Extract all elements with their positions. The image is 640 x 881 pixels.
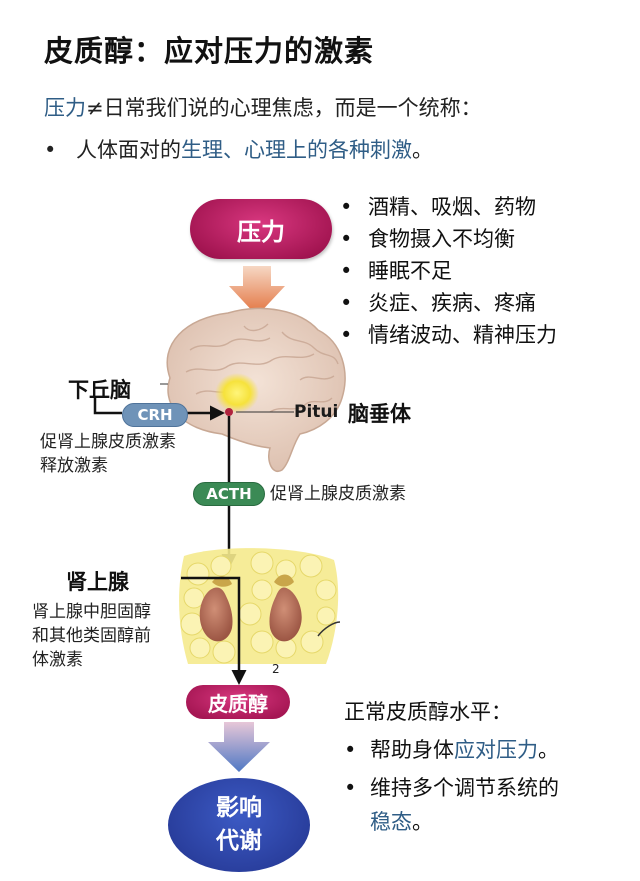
metabolism-effect-node: 影响 代谢 bbox=[168, 778, 310, 872]
stress-source-item: 睡眠不足 bbox=[340, 256, 557, 288]
intro-bullet: • 人体面对的生理、心理上的各种刺激。 bbox=[44, 134, 433, 164]
adrenal-description-line1: 肾上腺中胆固醇 bbox=[32, 602, 151, 622]
brain-illustration bbox=[166, 307, 346, 473]
normal-item-highlight: 应对压力 bbox=[454, 738, 538, 762]
adrenal-label: 肾上腺 bbox=[66, 570, 129, 594]
stress-source-item: 酒精、吸烟、药物 bbox=[340, 192, 557, 224]
intro-bullet-after: 。 bbox=[412, 138, 433, 162]
bullet-icon: • bbox=[344, 738, 357, 762]
stress-node: 压力 bbox=[190, 199, 332, 259]
normal-level-item-continued: 稳态。 bbox=[344, 805, 559, 839]
figure-number: 2 bbox=[272, 662, 280, 676]
intro-highlight: 压力 bbox=[44, 96, 86, 120]
adrenal-description-line2: 和其他类固醇前 bbox=[32, 626, 151, 646]
normal-item-text: 维持多个调节系统的 bbox=[370, 776, 559, 800]
normal-item-text: 。 bbox=[412, 810, 433, 834]
normal-item-text: 。 bbox=[538, 738, 559, 762]
intro-bullet-highlight: 生理、心理上的各种刺激 bbox=[181, 138, 412, 162]
normal-item-highlight: 稳态 bbox=[370, 810, 412, 834]
stress-source-item: 炎症、疾病、疼痛 bbox=[340, 288, 557, 320]
down-arrow-icon bbox=[229, 266, 285, 316]
stress-source-item: 食物摄入不均衡 bbox=[340, 224, 557, 256]
page-title: 皮质醇：应对压力的激素 bbox=[44, 34, 375, 68]
adrenal-description-line3: 体激素 bbox=[32, 650, 83, 670]
crh-description-line1: 促肾上腺皮质激素 bbox=[40, 432, 176, 452]
hypothalamus-connector bbox=[93, 398, 122, 415]
hypothalamus-label: 下丘脑 bbox=[68, 378, 131, 402]
normal-level-item: • 帮助身体应对压力。 bbox=[344, 733, 559, 767]
adrenal-to-cortisol-arrow-icon bbox=[181, 576, 247, 685]
crh-description-line2: 释放激素 bbox=[40, 456, 108, 476]
pituitary-english-label: Pitui bbox=[294, 402, 339, 422]
effect-line1: 影响 bbox=[216, 795, 262, 821]
acth-description: 促肾上腺皮质激素 bbox=[270, 484, 406, 504]
acth-badge: ACTH bbox=[193, 482, 265, 506]
normal-level-heading: 正常皮质醇水平： bbox=[344, 700, 512, 724]
stress-sources-list: 酒精、吸烟、药物 食物摄入不均衡 睡眠不足 炎症、疾病、疼痛 情绪波动、精神压力 bbox=[340, 192, 557, 352]
crh-badge: CRH bbox=[122, 403, 188, 427]
pituitary-label: 脑垂体 bbox=[348, 402, 411, 426]
intro-bullet-before: 人体面对的 bbox=[76, 138, 181, 162]
normal-item-text: 帮助身体 bbox=[370, 738, 454, 762]
normal-level-item: • 维持多个调节系统的 bbox=[344, 771, 559, 805]
down-arrow-icon bbox=[208, 722, 270, 772]
cortisol-node: 皮质醇 bbox=[186, 685, 290, 719]
adrenal-illustration bbox=[179, 548, 341, 664]
bullet-icon: • bbox=[44, 138, 57, 162]
bullet-icon: • bbox=[344, 776, 357, 800]
intro-rest: ≠日常我们说的心理焦虑，而是一个统称： bbox=[86, 96, 482, 120]
effect-line2: 代谢 bbox=[216, 828, 262, 854]
stress-source-item: 情绪波动、精神压力 bbox=[340, 320, 557, 352]
intro-line: 压力≠日常我们说的心理焦虑，而是一个统称： bbox=[44, 92, 482, 122]
normal-level-list: •帮助身体应对压力。 •维持多个调节系统的 稳态。 bbox=[344, 733, 559, 839]
